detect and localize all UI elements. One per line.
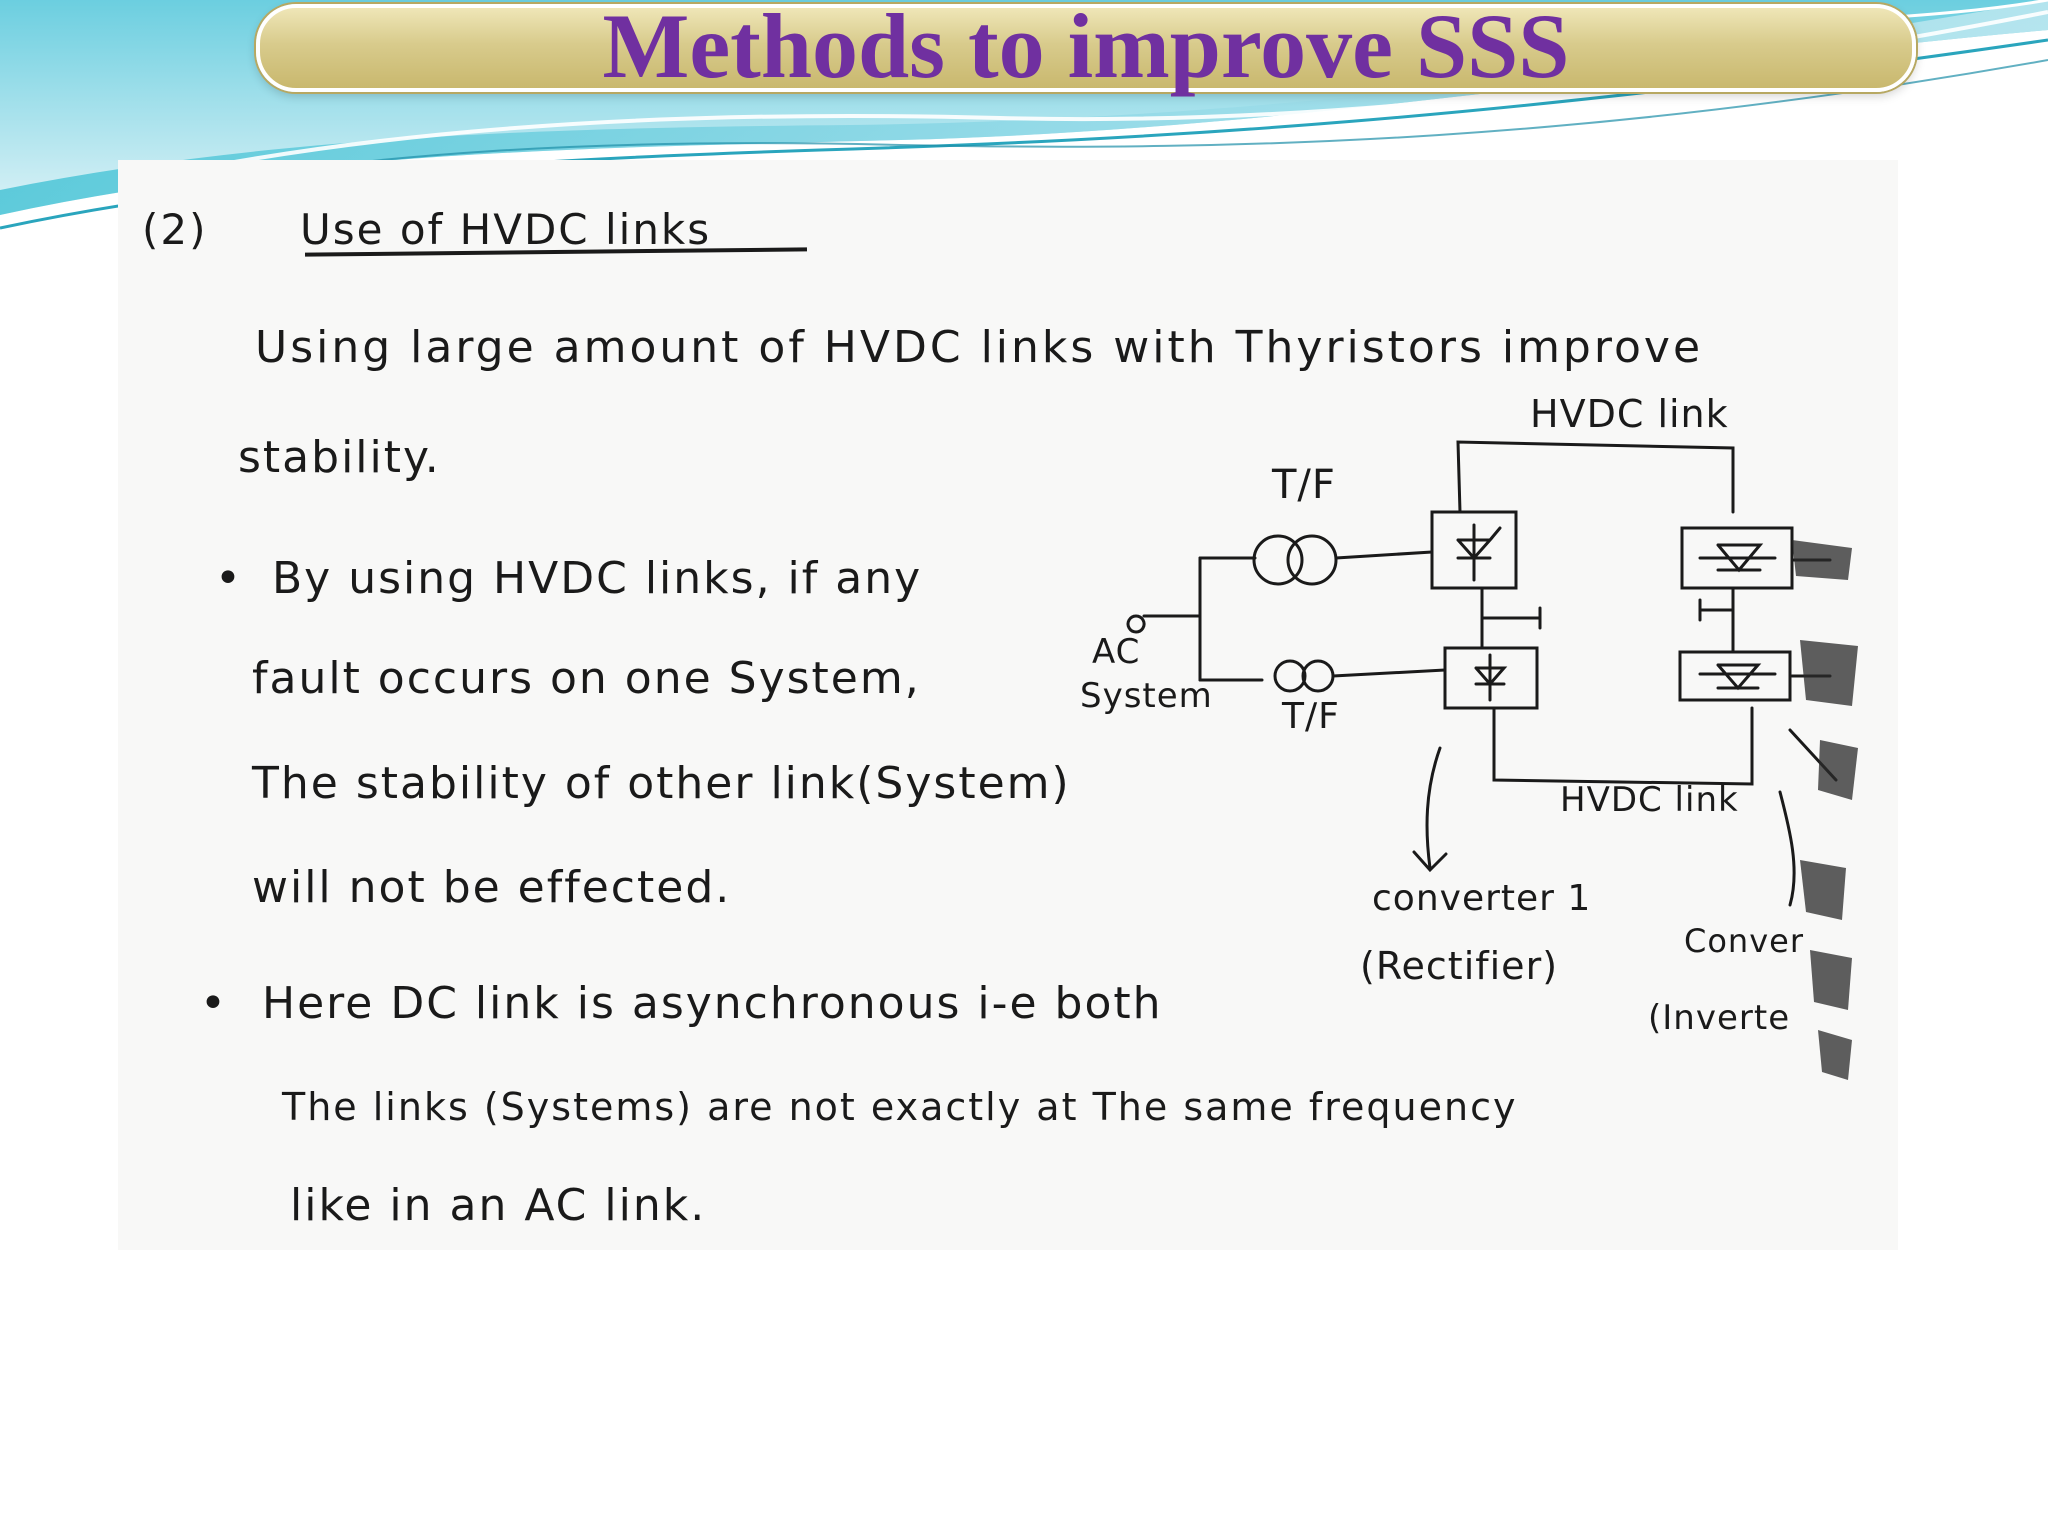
converter1-arrow bbox=[1412, 746, 1448, 873]
converter2-pointer bbox=[1778, 790, 1796, 907]
converter2-type-label: (Inverte bbox=[1648, 998, 1791, 1038]
ac-system-label-line1: AC bbox=[1092, 632, 1141, 672]
slide-title: Methods to improve SSS bbox=[602, 0, 1570, 97]
ac-system-terminal bbox=[1126, 614, 1146, 634]
transformer-top-label: T/F bbox=[1272, 462, 1336, 508]
converter1-type-label: (Rectifier) bbox=[1360, 944, 1559, 988]
transformer-bottom-label: T/F bbox=[1282, 696, 1340, 737]
bullet-2-line-2: The links (Systems) are not exactly at T… bbox=[282, 1085, 1518, 1129]
thyristor-symbol-inverter-lower bbox=[1698, 663, 1777, 691]
bullet-2-marker: • bbox=[200, 978, 228, 1029]
handwritten-notes-image bbox=[118, 160, 1898, 1250]
bullet-1-line-1: By using HVDC links, if any bbox=[272, 553, 923, 604]
section-heading: Use of HVDC links bbox=[300, 205, 712, 254]
transformer-bottom-coil-2 bbox=[1301, 659, 1335, 693]
bullet-1-line-4: will not be effected. bbox=[252, 862, 732, 913]
rectifier-midpoint-link bbox=[1480, 586, 1542, 650]
cropped-scribble-edge bbox=[1792, 540, 1858, 1080]
ac-bus-line bbox=[1142, 556, 1202, 682]
converter1-label: converter 1 bbox=[1372, 878, 1592, 919]
thyristor-symbol-rectifier-lower bbox=[1474, 653, 1508, 702]
section-number: (2) bbox=[142, 205, 208, 254]
intro-line-2: stability. bbox=[238, 432, 441, 483]
inverter-lower-valve bbox=[1678, 650, 1792, 702]
rectifier-lower-valve bbox=[1443, 646, 1539, 710]
inverter-midpoint-link bbox=[1698, 586, 1735, 654]
title-banner bbox=[256, 4, 1916, 92]
bullet-1-marker: • bbox=[215, 553, 243, 604]
thyristor-symbol-rectifier-upper bbox=[1456, 523, 1502, 582]
inverter-upper-valve bbox=[1680, 526, 1794, 590]
intro-line-1: Using large amount of HVDC links with Th… bbox=[255, 322, 1704, 373]
bullet-2-line-3: like in an AC link. bbox=[290, 1180, 707, 1231]
hvdc-link-top-line bbox=[1456, 440, 1735, 514]
wire-tf-bottom-to-rectifier bbox=[1331, 668, 1447, 678]
bullet-1-line-3: The stability of other link(System) bbox=[252, 758, 1071, 809]
transformer-top-coil-1 bbox=[1252, 534, 1304, 586]
converter2-label: Conver bbox=[1684, 922, 1804, 960]
bullet-1-line-2: fault occurs on one System, bbox=[252, 653, 921, 704]
ac-system-label-line2: System bbox=[1080, 676, 1213, 716]
wire-tf-top-to-rectifier bbox=[1334, 550, 1434, 560]
transformer-bottom-coil-1 bbox=[1273, 659, 1307, 693]
bullet-2-line-1: Here DC link is asynchronous i-e both bbox=[262, 978, 1163, 1029]
hvdc-link-bottom-line bbox=[1492, 706, 1754, 786]
transformer-top-coil-2 bbox=[1286, 534, 1338, 586]
rectifier-upper-valve bbox=[1430, 510, 1518, 590]
hvdc-link-top-label: HVDC link bbox=[1530, 392, 1729, 436]
thyristor-symbol-inverter-upper bbox=[1698, 543, 1777, 573]
hvdc-link-bottom-label: HVDC link bbox=[1560, 780, 1739, 820]
